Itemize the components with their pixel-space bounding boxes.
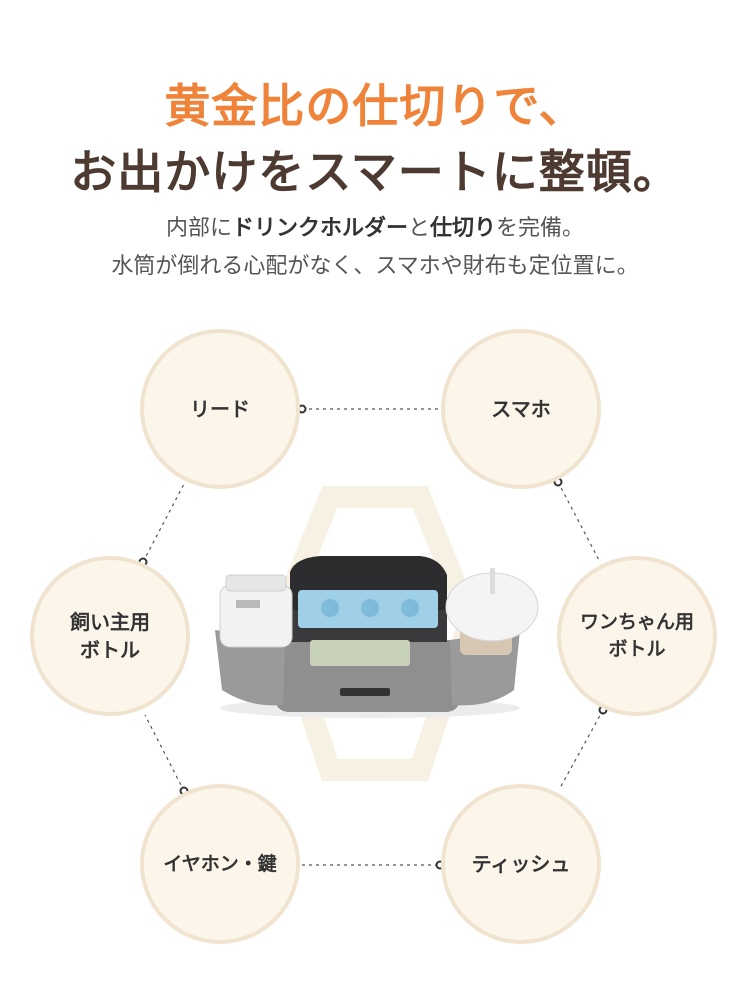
subtext-part: と [407,216,430,241]
bubble-earphones-keys: イヤホン・鍵 [140,784,300,944]
subtext-part: を完備。 [496,216,585,241]
headline-accent: 黄金比の仕切りで、 [164,79,586,133]
subtext-line-1: 内部にドリンクホルダーと仕切りを完備。 [0,210,750,242]
connector-dogbottle-tissue [559,709,604,789]
bubble-tissue: ティッシュ [441,784,601,944]
subtext-highlight-drink-holder: ドリンクホルダー [231,216,408,241]
connector-phone-dogbottle [557,481,601,563]
subtext-part: 内部に [165,216,232,241]
connector-ownerbottle-lead [142,483,185,563]
bubble-dog-bottle: ワンちゃん用 ボトル [557,556,717,716]
bubble-label: 飼い主用 ボトル [70,610,150,662]
bubble-label: イヤホン・鍵 [163,852,277,875]
headline-main: お出かけをスマートに整頓。 [70,145,680,199]
bubble-owner-bottle: 飼い主用 ボトル [30,556,190,716]
connector-earphones-ownerbottle [144,714,185,792]
subtext-line-2: 水筒が倒れる心配がなく、スマホや財布も定位置に。 [111,254,639,279]
organizer-bag-illustration [215,556,539,718]
bubble-label: スマホ [491,397,551,421]
bubble-lead: リード [140,329,300,489]
bubble-label: ワンちゃん用 ボトル [579,611,694,660]
bubble-phone: スマホ [441,329,601,489]
bubble-label: ティッシュ [471,852,571,876]
subtext-highlight-divider: 仕切り [430,216,497,241]
bubble-label: リード [190,397,250,421]
